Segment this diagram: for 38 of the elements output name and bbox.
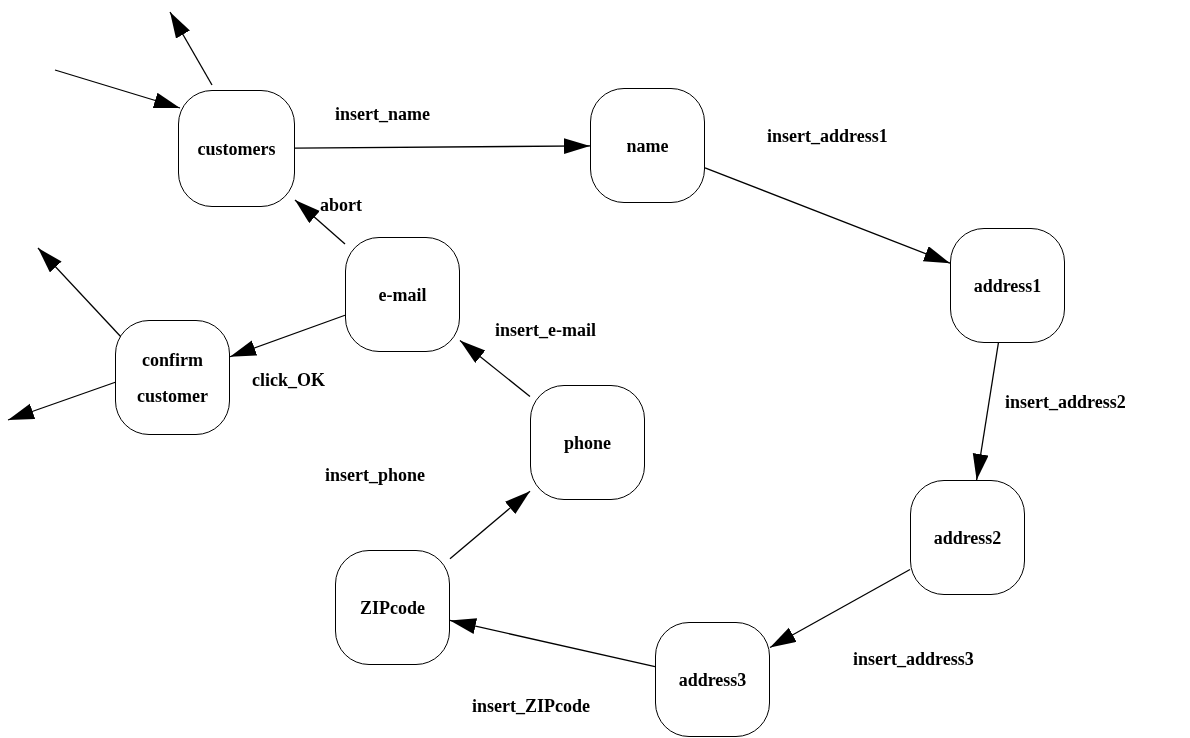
- edge-label: insert_e-mail: [495, 321, 596, 341]
- state-box: [655, 622, 770, 737]
- state-box: [178, 90, 295, 207]
- state-label: phone: [564, 431, 611, 455]
- state-label: customers: [197, 137, 276, 161]
- arrow: [294, 199, 346, 245]
- state-label: address2: [933, 526, 1002, 550]
- arrow: [704, 167, 951, 264]
- arrow: [229, 314, 346, 358]
- arrow: [54, 69, 181, 109]
- state-box: [115, 320, 230, 435]
- state-box: [335, 550, 450, 665]
- state-box: [950, 228, 1065, 343]
- state-label: address1: [973, 274, 1042, 298]
- edge-label: insert_address2: [1005, 393, 1126, 413]
- arrow: [769, 568, 911, 649]
- edge-label: insert_address3: [853, 650, 974, 670]
- arrow: [449, 490, 531, 560]
- arrow: [7, 381, 117, 421]
- arrow: [449, 618, 656, 668]
- state-box: [345, 237, 460, 352]
- edge-label: insert_name: [335, 105, 430, 125]
- state-label: address3: [678, 668, 747, 692]
- state-label: ZIPcode: [360, 596, 425, 620]
- arrow: [294, 138, 591, 155]
- state-label: confirm customer: [136, 348, 209, 408]
- edge-label: insert_ZIPcode: [472, 697, 590, 717]
- edge-label: click_OK: [252, 371, 325, 391]
- state-box: [590, 88, 705, 203]
- edge-label: insert_address1: [767, 127, 888, 147]
- edge-label: insert_phone: [325, 466, 425, 486]
- arrow: [169, 11, 213, 86]
- arrow: [459, 339, 531, 398]
- arrow: [972, 342, 999, 481]
- state-label: e-mail: [378, 283, 427, 307]
- state-label: name: [626, 134, 669, 158]
- state-box: [910, 480, 1025, 595]
- state-box: [530, 385, 645, 500]
